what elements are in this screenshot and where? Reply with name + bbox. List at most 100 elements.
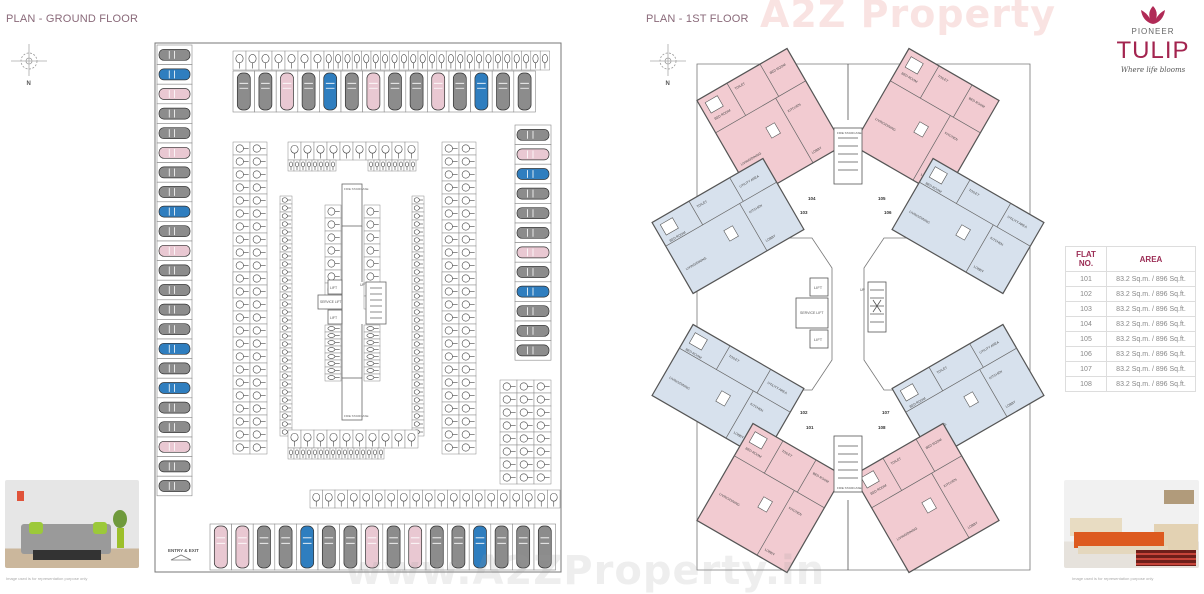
two-wheeler-slot	[339, 141, 354, 161]
two-wheeler-slot	[533, 418, 552, 433]
bike-icon	[252, 261, 261, 270]
bike-icon	[413, 405, 420, 411]
two-wheeler-slot	[441, 349, 460, 364]
parking-slot	[156, 123, 193, 144]
two-wheeler-slot	[441, 232, 460, 247]
bike-icon	[281, 325, 288, 331]
two-wheeler-slot	[310, 50, 325, 71]
two-wheeler-slot	[411, 235, 425, 245]
two-wheeler-slot	[324, 324, 342, 333]
two-wheeler-slot	[249, 440, 268, 455]
bike-icon	[252, 170, 261, 179]
two-wheeler-slot	[458, 297, 477, 312]
car-icon	[386, 525, 401, 569]
two-wheeler-slot	[458, 349, 477, 364]
two-wheeler-slot	[411, 275, 425, 285]
bike-icon	[301, 161, 305, 168]
two-wheeler-slot	[313, 429, 328, 449]
up-label: UP	[360, 283, 366, 287]
bike-icon	[281, 357, 288, 363]
bike-icon	[281, 293, 288, 299]
two-wheeler-slot	[516, 418, 535, 433]
two-wheeler-slot	[427, 50, 438, 71]
compass-icon: N	[650, 44, 686, 87]
two-wheeler-slot	[411, 403, 425, 413]
two-wheeler-slot	[232, 167, 251, 182]
car-icon	[408, 525, 423, 569]
two-wheeler-slot	[324, 331, 342, 340]
car-icon	[236, 72, 251, 111]
two-wheeler-slot	[279, 371, 293, 381]
bike-icon	[413, 357, 420, 363]
room-label: LOBBY	[764, 548, 776, 557]
two-wheeler-slot	[464, 50, 475, 71]
two-wheeler-slot	[499, 470, 518, 485]
bed-icon	[860, 470, 880, 489]
two-wheeler-slot	[279, 211, 293, 221]
two-wheeler-slot	[324, 204, 342, 219]
two-wheeler-slot	[458, 193, 477, 208]
two-wheeler-slot	[271, 50, 286, 71]
two-wheeler-slots	[232, 50, 561, 509]
parking-slot	[514, 144, 552, 165]
two-wheeler-slot	[409, 159, 417, 172]
two-wheeler-slot	[411, 411, 425, 421]
two-wheeler-slot	[441, 297, 460, 312]
bike-icon	[329, 144, 338, 154]
parking-slot	[156, 299, 193, 320]
parking-slot	[156, 83, 193, 105]
two-wheeler-slot	[249, 362, 268, 377]
room-label: LOBBY	[967, 520, 979, 529]
bike-icon	[413, 245, 420, 251]
parking-slot	[447, 523, 470, 571]
two-wheeler-slot	[441, 167, 460, 182]
two-wheeler-slot	[397, 489, 411, 509]
two-wheeler-slot	[436, 50, 447, 71]
car-icon	[300, 525, 315, 569]
two-wheeler-slot	[499, 418, 518, 433]
parking-slot	[382, 523, 405, 571]
parking-slots	[156, 44, 556, 571]
two-wheeler-slot	[300, 141, 315, 161]
bike-icon	[252, 144, 261, 153]
pioneer-tulip-logo: PIONEER TULIP Where life blooms	[1108, 4, 1198, 75]
table-header-row: FLAT NO. AREA	[1065, 246, 1196, 272]
two-wheeler-slot	[351, 50, 362, 71]
two-wheeler-slot	[279, 347, 293, 357]
parking-slot	[468, 523, 492, 571]
two-wheeler-slot	[441, 427, 460, 442]
two-wheeler-slot	[521, 50, 532, 71]
bike-icon	[342, 144, 351, 154]
two-wheeler-slot	[539, 50, 550, 71]
parking-slot	[514, 203, 552, 224]
parking-slot	[156, 44, 193, 65]
bike-icon	[289, 449, 293, 456]
parking-slot	[383, 70, 407, 113]
area-cell: 83.2 Sq.m. / 896 Sq.ft.	[1106, 376, 1196, 392]
two-wheeler-slot	[380, 50, 391, 71]
bike-icon	[313, 449, 317, 456]
two-wheeler-slot	[279, 355, 293, 365]
car-icon	[409, 72, 424, 111]
room-label: LOBBY	[973, 265, 985, 274]
room-label: LOBBY	[765, 233, 777, 242]
two-wheeler-slot	[279, 387, 293, 397]
entry-exit-marker[interactable]: ENTRY & EXIT	[168, 548, 199, 561]
parking-slot	[232, 70, 255, 113]
two-wheeler-slot	[530, 50, 541, 71]
bike-icon	[413, 365, 420, 371]
two-wheeler-slot	[317, 159, 325, 172]
two-wheeler-slot	[249, 193, 268, 208]
two-wheeler-slot	[249, 414, 268, 429]
two-wheeler-slot	[499, 405, 518, 420]
two-wheeler-slot	[232, 284, 251, 299]
two-wheeler-slot	[373, 159, 381, 172]
bike-icon	[281, 389, 288, 395]
two-wheeler-slot	[249, 232, 268, 247]
two-wheeler-slot	[458, 284, 477, 299]
two-wheeler-slot	[441, 245, 460, 260]
two-wheeler-slot	[408, 50, 419, 71]
two-wheeler-slot	[411, 395, 425, 405]
